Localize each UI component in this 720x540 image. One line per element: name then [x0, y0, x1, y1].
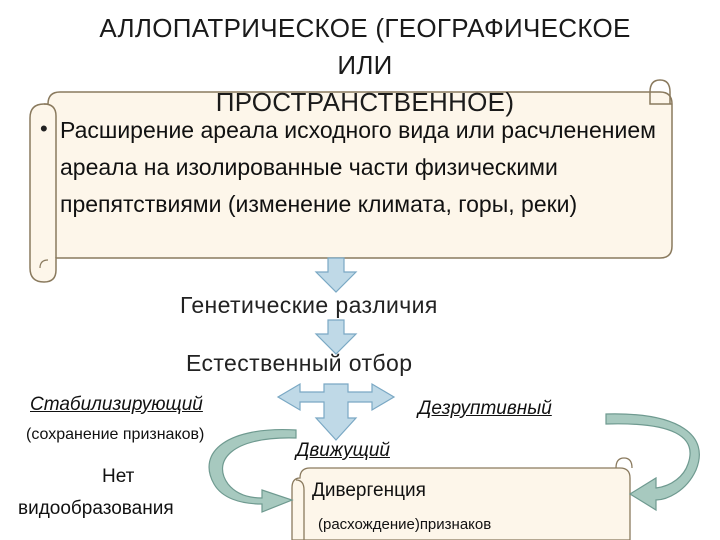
bullet-icon: • [40, 116, 48, 141]
scroll-text: Расширение ареала исходного вида или рас… [60, 117, 656, 217]
main-scroll-shape [29, 79, 673, 283]
genetic-differences-label: Генетические различия [180, 292, 438, 318]
stabilizing-label: Стабилизирующий [30, 394, 203, 415]
no-speciation-line-2: видообразования [18, 498, 174, 519]
down-arrow-2 [314, 319, 358, 355]
left-curved-arrow [208, 428, 297, 513]
no-speciation-line-1: Нет [102, 466, 135, 487]
driving-label: Движущий [296, 440, 390, 461]
down-arrow-1 [314, 257, 358, 293]
natural-selection-label: Естественный отбор [186, 350, 413, 376]
divergence-note: (расхождение)признаков [318, 516, 492, 533]
title-line-2: ИЛИ [337, 50, 393, 80]
stabilizing-note: (сохранение признаков) [26, 426, 205, 443]
three-way-arrow [276, 382, 396, 441]
title-line-1: АЛЛОПАТРИЧЕСКОЕ (ГЕОГРАФИЧЕСКОЕ [99, 13, 631, 43]
divergence-scroll-shape [291, 457, 633, 540]
title-line-3: ПРОСТРАНСТВЕННОЕ) [215, 87, 515, 117]
right-curved-arrow [605, 413, 700, 512]
disruptive-label: Дезруптивный [418, 398, 552, 419]
divergence-label: Дивергенция [312, 480, 426, 501]
slide-title: АЛЛОПАТРИЧЕСКОЕ (ГЕОГРАФИЧЕСКОЕ ИЛИ ПРОС… [20, 10, 710, 121]
